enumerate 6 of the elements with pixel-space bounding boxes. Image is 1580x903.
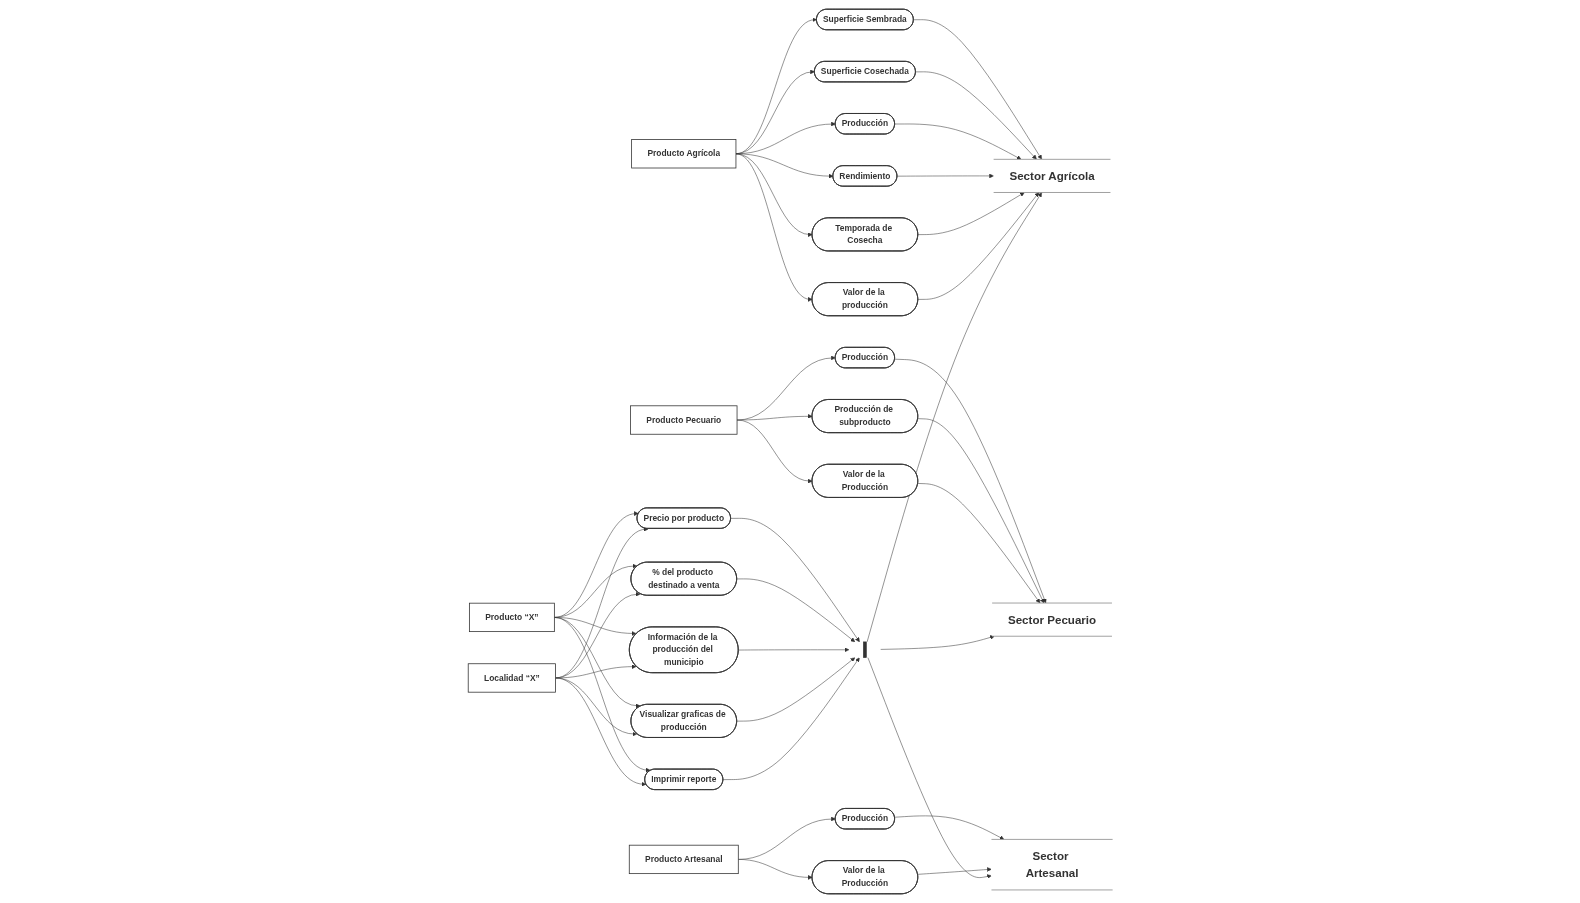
node-bar [862,641,867,658]
node-box: Producto “X” [468,602,555,632]
node-box: Producto Artesanal [628,844,739,875]
node-box: Producto Agrícola [630,139,736,169]
node-box: Localidad “X” [467,663,556,693]
node-box: Producto Pecuario [629,405,737,435]
